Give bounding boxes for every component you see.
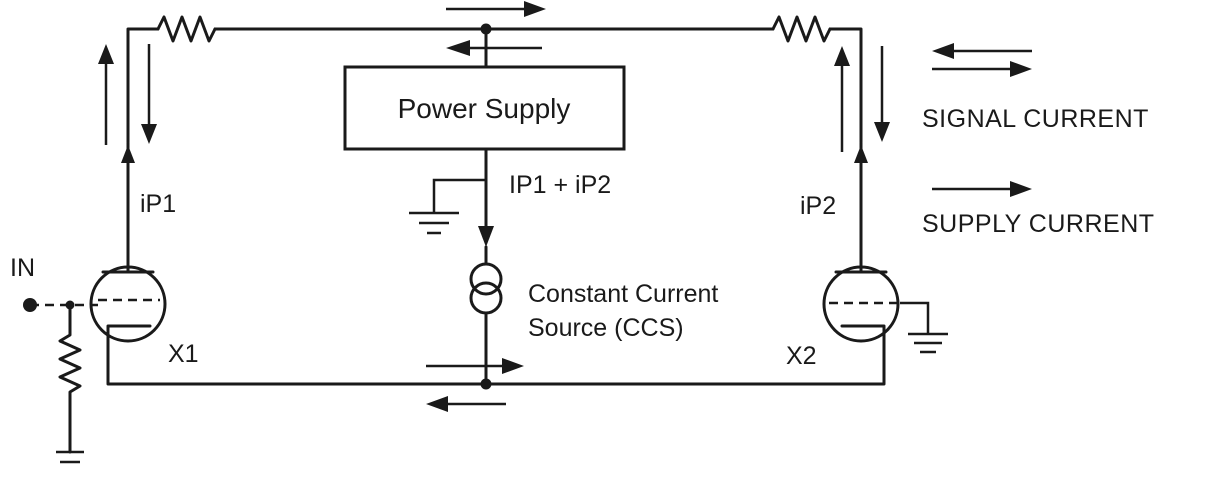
- ccs-label-line2: Source (CCS): [528, 314, 684, 342]
- signal-arrow-left-down: [141, 44, 157, 144]
- supply-sum-label: IP1 + iP2: [509, 171, 611, 199]
- supply-arrow-top-right: [446, 1, 546, 17]
- power-supply-label: Power Supply: [398, 93, 571, 124]
- tube-x1-label: X1: [168, 340, 199, 368]
- ccs-symbol: [469, 262, 503, 315]
- tube-x2: [822, 141, 930, 344]
- cathode-rail: [106, 340, 886, 386]
- signal-arrow-bottom-left: [426, 396, 506, 412]
- junction-bottom: [480, 378, 492, 390]
- legend-supply-label: SUPPLY CURRENT: [922, 210, 1155, 238]
- signal-arrow-right-down: [874, 46, 890, 142]
- ground-symbol-supply: [409, 211, 459, 235]
- signal-arrow-right-up: [834, 46, 850, 152]
- tube-x2-label: X2: [786, 342, 817, 370]
- ground-symbol-grid-x2: [908, 332, 948, 354]
- current-ip1-label: iP1: [140, 190, 176, 218]
- top-rail: [126, 15, 863, 144]
- signal-arrow-left-up: [98, 44, 114, 145]
- supply-current-arrow-down: [478, 226, 494, 247]
- legend-supply-arrow: [932, 181, 1032, 197]
- signal-arrow-top-left: [446, 40, 542, 56]
- power-supply-block: [343, 65, 626, 151]
- grid-resistor: [56, 303, 84, 464]
- ccs-label-line1: Constant Current: [528, 280, 718, 308]
- legend-signal-label: SIGNAL CURRENT: [922, 105, 1149, 133]
- supply-arrow-bottom-right: [426, 358, 524, 374]
- tube-x1: [89, 141, 167, 344]
- legend-signal-arrows: [932, 43, 1032, 77]
- legend: SIGNAL CURRENT SUPPLY CURRENT: [922, 43, 1155, 238]
- input-label: IN: [10, 254, 35, 282]
- current-ip2-label: iP2: [800, 192, 836, 220]
